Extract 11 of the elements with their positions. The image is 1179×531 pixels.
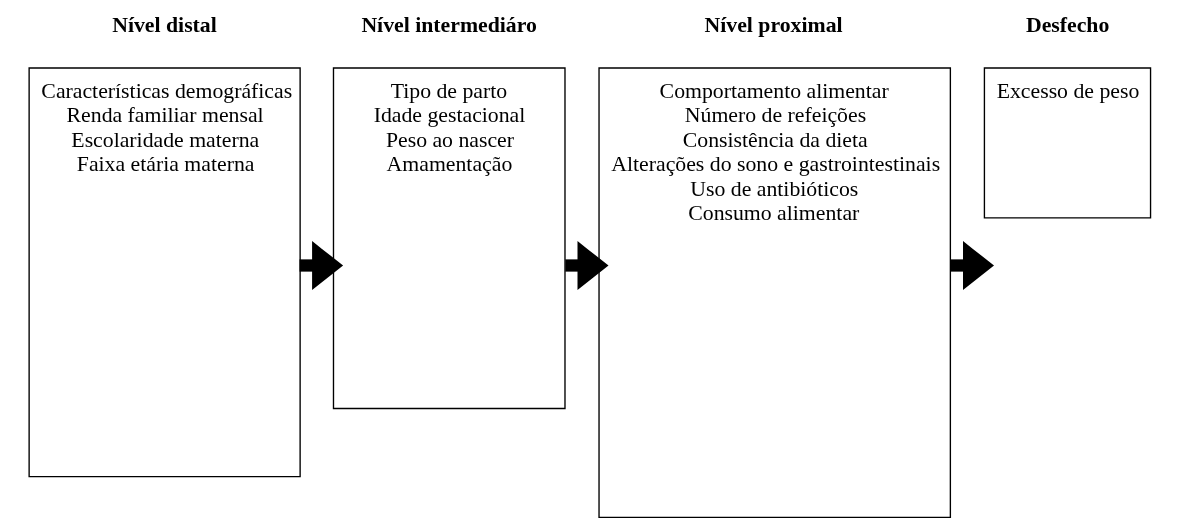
node-label: Nível proximal [704, 13, 843, 38]
node-box: Tipo de parto Idade gestacional Peso ao nascer Amamentação [332, 67, 566, 410]
arrow [565, 241, 609, 290]
arrow [299, 241, 344, 290]
node-box: Excesso de peso [983, 67, 1152, 219]
node-box: Características demográficas Renda familiar mensal Escolaridade materna Faixa etária materna [28, 67, 301, 478]
node-label: Desfecho [1025, 13, 1110, 38]
node-label: Nível distal [112, 13, 217, 38]
arrow [950, 241, 995, 290]
node-label: Nível intermediáro [361, 13, 537, 38]
node-box: Comportamento alimentar Número de refeições Consistência da dieta Alterações do sono e gastrointestinais Uso de antibióticos Consumo alimentar [598, 67, 952, 519]
